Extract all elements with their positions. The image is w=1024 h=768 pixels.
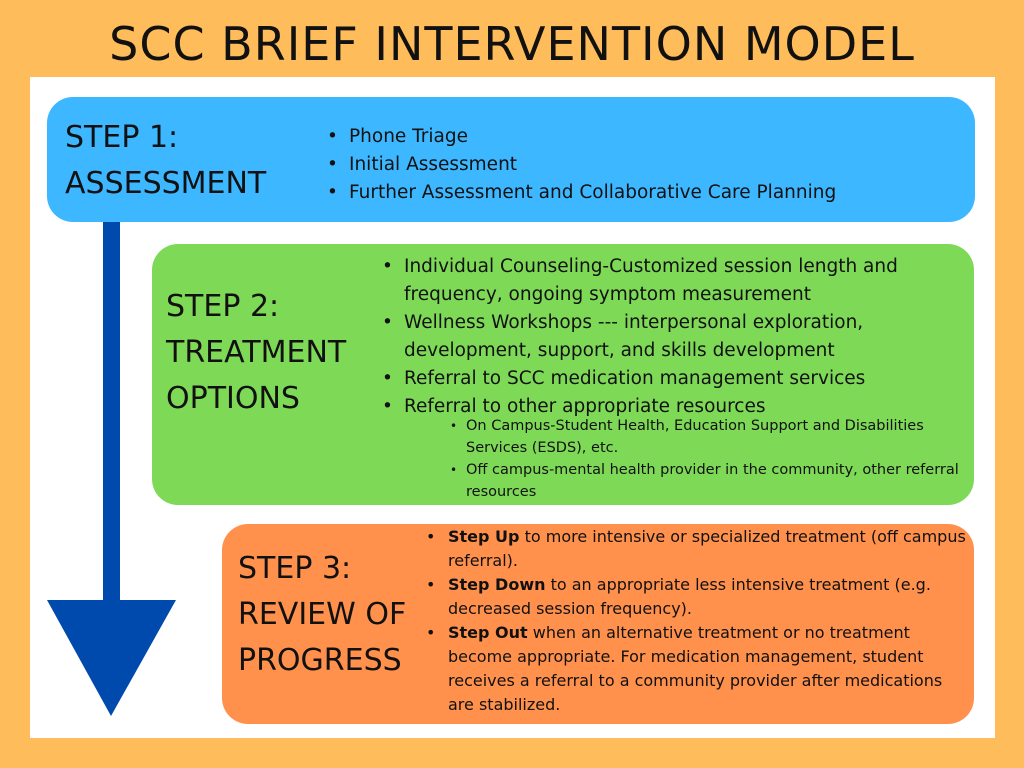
list-item: Step Down to an appropriate less intensi…: [422, 573, 967, 621]
list-item: Initial Assessment: [323, 151, 836, 179]
list-item: Wellness Workshops --- interpersonal exp…: [378, 309, 958, 365]
step-2-label: STEP 2: TREATMENT OPTIONS: [166, 289, 347, 416]
list-item: Step Up to more intensive or specialized…: [422, 525, 967, 573]
step-2-sublist: On Campus-Student Health, Education Supp…: [442, 415, 962, 503]
list-item: Individual Counseling-Customized session…: [378, 253, 958, 309]
sub-list-item: Off campus-mental health provider in the…: [442, 459, 962, 503]
step-1-list: Phone Triage Initial Assessment Further …: [323, 123, 836, 207]
page-title: SCC BRIEF INTERVENTION MODEL: [109, 17, 915, 71]
step-3-list: Step Up to more intensive or specialized…: [422, 525, 967, 717]
step-3-label: STEP 3: REVIEW OF PROGRESS: [238, 551, 407, 678]
list-item: Phone Triage: [323, 123, 836, 151]
step-1-label: STEP 1: ASSESSMENT: [65, 120, 267, 201]
list-item: Step Out when an alternative treatment o…: [422, 621, 967, 717]
step-1-assessment: STEP 1: ASSESSMENT Phone Triage Initial …: [47, 97, 975, 222]
step-2-treatment-options: STEP 2: TREATMENT OPTIONS Individual Cou…: [152, 244, 974, 505]
list-item: Referral to other appropriate resources: [378, 393, 958, 421]
step-3-review-of-progress: STEP 3: REVIEW OF PROGRESS Step Up to mo…: [222, 524, 974, 724]
list-item: Further Assessment and Collaborative Car…: [323, 179, 836, 207]
list-item: Referral to SCC medication management se…: [378, 365, 958, 393]
sub-list-item: On Campus-Student Health, Education Supp…: [442, 415, 962, 459]
step-2-list: Individual Counseling-Customized session…: [378, 253, 958, 421]
